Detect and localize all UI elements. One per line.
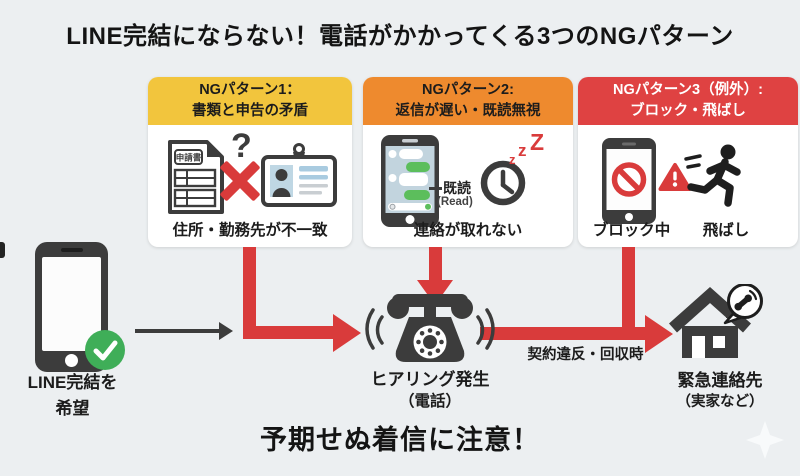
zzz-text-small: z	[509, 152, 516, 167]
page-title: LINE完結にならない！電話がかかってくる3つのNGパターン	[66, 23, 734, 50]
zzz-text-big: Z	[530, 129, 545, 155]
red-arrow-1-vertical	[243, 247, 256, 339]
pattern-3-header-line1: NGパターン3（例外）:	[613, 82, 763, 99]
pattern-1-caption: 住所・勤務先が不一致	[172, 222, 328, 239]
pattern-3-header-line2: ブロック・飛ばし	[630, 103, 746, 119]
center-label-line1: ヒアリング発生	[370, 370, 490, 389]
pattern-2-header-line2: 返信が遅い・既読無視	[395, 103, 541, 119]
pattern-2-header: NGパターン2: 返信が遅い・既読無視	[363, 77, 573, 125]
zzz-text-mid: z	[518, 141, 527, 160]
pattern-1-header-line1: NGパターン1：	[199, 82, 301, 99]
caption-blocked: ブロック中	[592, 222, 671, 239]
blocked-phone-icon	[602, 138, 656, 224]
pattern-1-header: NGパターン1： 書類と申告の矛盾	[148, 77, 352, 125]
red-arrow-3-horizontal	[480, 327, 645, 340]
red-arrow-2-vertical	[429, 247, 442, 281]
caption-tobashi: 飛ばし	[702, 222, 750, 239]
red-arrow-1-horizontal	[243, 326, 333, 339]
user-phone-home-button	[65, 354, 78, 367]
call-bubble-icon	[723, 284, 763, 325]
sparkle-icon	[746, 421, 784, 459]
red-arrow-3-head	[645, 315, 673, 353]
footer-warning: 予期せぬ着信に注意！	[260, 425, 540, 455]
destination-label-line1: 緊急連絡先	[677, 371, 763, 390]
user-phone-speaker	[60, 248, 83, 252]
center-label-line2: （電話）	[398, 392, 461, 410]
house-icon	[669, 284, 763, 358]
read-label: 既読	[443, 180, 471, 196]
pattern-1-header-line2: 書類と申告の矛盾	[192, 103, 308, 119]
pattern-card-1: NGパターン1： 書類と申告の矛盾 申請書 ?	[148, 77, 352, 247]
center-label: ヒアリング発生 （電話）	[350, 369, 510, 413]
cross-icon	[220, 161, 260, 201]
warning-icon	[658, 163, 692, 191]
pattern-3-header: NGパターン3（例外）: ブロック・飛ばし	[578, 77, 798, 125]
red-arrow-1-head	[333, 314, 361, 352]
pattern-2-caption: 連絡が取れない	[413, 222, 523, 239]
check-icon	[85, 330, 125, 370]
arrow-condition-label: 契約違反・回収時	[527, 347, 644, 363]
start-label-line2: 希望	[55, 398, 90, 418]
document-icon: 申請書	[168, 140, 224, 214]
black-arrow-head	[219, 322, 233, 340]
user-phone-icon	[35, 242, 108, 372]
edge-mark	[0, 242, 5, 258]
read-label-en: (Read)	[437, 196, 473, 208]
red-arrow-3-vertical	[622, 247, 635, 340]
destination-label-line2: （実家など）	[676, 393, 764, 410]
destination-label: 緊急連絡先 （実家など）	[650, 370, 790, 413]
black-arrow-line	[135, 329, 219, 333]
clock-icon	[480, 160, 526, 206]
start-label-line1: LINE完結を	[27, 373, 118, 392]
document-label: 申請書	[176, 153, 202, 163]
id-card-icon	[261, 143, 337, 207]
pattern-2-header-line1: NGパターン2:	[422, 82, 514, 99]
ringing-telephone-icon	[365, 294, 495, 362]
chat-phone-icon	[381, 135, 439, 227]
question-mark: ?	[231, 127, 252, 165]
read-connector-line	[429, 187, 442, 190]
runner-icon	[684, 144, 741, 207]
pattern-card-3: NGパターン3（例外）: ブロック・飛ばし	[578, 77, 798, 247]
start-label: LINE完結を 希望	[0, 370, 145, 421]
pattern-card-2: NGパターン2: 返信が遅い・既読無視 既読 (Read) z z	[363, 77, 573, 247]
